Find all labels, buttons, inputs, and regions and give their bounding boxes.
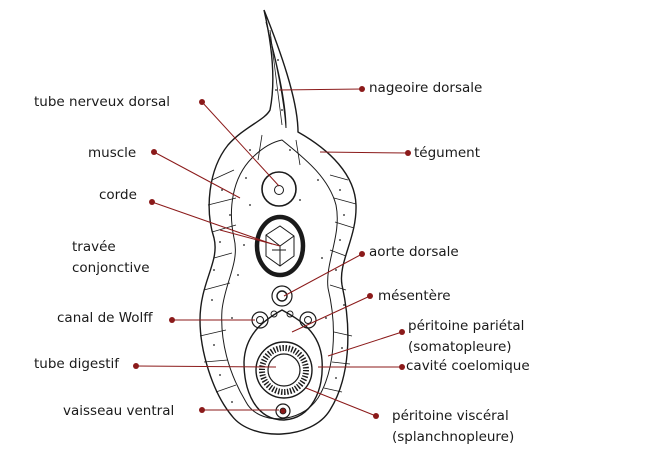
leader-peritoine-visceral [305, 387, 377, 417]
leader-muscle [153, 151, 241, 199]
small-vessel-right [286, 310, 294, 318]
label-muscle: muscle [88, 145, 137, 161]
leader-aorte-dorsale [283, 253, 363, 297]
dot-nageoire-dorsale [359, 86, 365, 92]
label-aorte-dorsale: aorte dorsale [369, 244, 459, 260]
leader-nageoire-dorsale [278, 88, 363, 91]
label-travee-conjonctive: travée conjonctive [72, 239, 150, 276]
dorsal-aorta [271, 285, 293, 307]
label-tube-nerveux-dorsal: tube nerveux dorsal [34, 94, 170, 110]
myotome-septa [199, 134, 357, 393]
dot-vaisseau-ventral [199, 407, 205, 413]
leader-tube-nerveux-dorsal [201, 101, 280, 187]
coelom-outline [243, 309, 323, 421]
label-canal-de-wolff: canal de Wolff [57, 310, 153, 326]
wolffian-duct-left-lumen [256, 316, 264, 324]
dot-peritoine-visceral [373, 413, 379, 419]
leader-travee-conjonctive [219, 229, 281, 247]
dot-muscle [151, 149, 157, 155]
gut-lumen [267, 353, 301, 387]
leader-tube-digestif [135, 365, 277, 368]
dot-mesentere [367, 293, 373, 299]
dorsal-fin-inner-line [265, 21, 287, 129]
wolffian-duct-right-lumen [304, 316, 312, 324]
dot-tube-nerveux-dorsal [199, 99, 205, 105]
small-vessel-left [270, 310, 278, 318]
dot-peritoine-parietal [399, 329, 405, 335]
label-tegument: tégument [414, 145, 481, 161]
dot-aorte-dorsale [359, 251, 365, 257]
leader-tegument [319, 151, 409, 154]
dot-corde [149, 199, 155, 205]
label-cavite-coelomique: cavité coelomique [406, 358, 530, 374]
dot-cavite-coelomique [399, 364, 405, 370]
label-peritoine-visceral: péritoine viscéral (splanchnopleure) [392, 408, 515, 445]
dot-tube-digestif [133, 363, 139, 369]
label-corde: corde [99, 187, 137, 203]
leader-peritoine-parietal [327, 331, 403, 357]
label-peritoine-parietal: péritoine pariétal (somatopleure) [408, 318, 525, 355]
label-mesentere: mésentère [378, 288, 451, 304]
leader-dots [133, 86, 411, 419]
dot-tegument [405, 150, 411, 156]
tissue-stipple [211, 59, 345, 403]
label-tube-digestif: tube digestif [34, 356, 120, 372]
body-outline [199, 9, 357, 435]
leader-corde [151, 201, 273, 245]
neural-tube [261, 171, 297, 207]
dorsal-fin-ray [269, 29, 283, 126]
wolffian-duct-right [299, 311, 317, 329]
leader-lines [135, 88, 409, 417]
leader-mesentere [291, 295, 371, 333]
gut-epithelium [259, 345, 309, 395]
label-nageoire-dorsale: nageoire dorsale [369, 80, 483, 96]
dot-canal-de-wolff [169, 317, 175, 323]
ventral-vessel-lumen [279, 407, 287, 415]
label-vaisseau-ventral: vaisseau ventral [63, 403, 175, 419]
dorsal-aorta-lumen [276, 290, 288, 302]
